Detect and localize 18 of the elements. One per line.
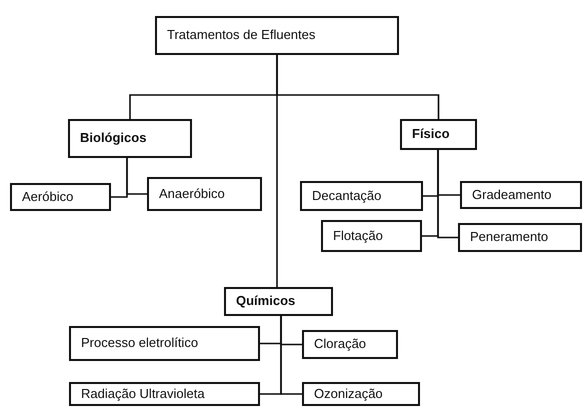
category-box: Biológicos bbox=[68, 119, 192, 158]
connector-line bbox=[126, 158, 147, 195]
process-box: Radiação Ultravioleta bbox=[69, 382, 260, 406]
connector-line bbox=[437, 150, 458, 238]
process-box: Decantação bbox=[300, 181, 423, 211]
connector-line bbox=[276, 55, 278, 287]
process-box: Gradeamento bbox=[460, 181, 582, 209]
connector-line bbox=[280, 316, 302, 395]
process-box: Anaeróbico bbox=[147, 177, 262, 211]
category-box: Físico bbox=[400, 119, 477, 150]
process-box: Peneramento bbox=[458, 223, 582, 252]
process-box: Processo eletrolítico bbox=[69, 326, 260, 361]
process-box: Flotação bbox=[321, 220, 422, 252]
process-box: Aeróbico bbox=[10, 183, 111, 211]
process-box: Tratamentos de Efluentes bbox=[155, 16, 399, 55]
process-box: Ozonização bbox=[302, 382, 420, 406]
process-box: Cloração bbox=[302, 330, 398, 359]
category-box: Químicos bbox=[224, 287, 333, 316]
